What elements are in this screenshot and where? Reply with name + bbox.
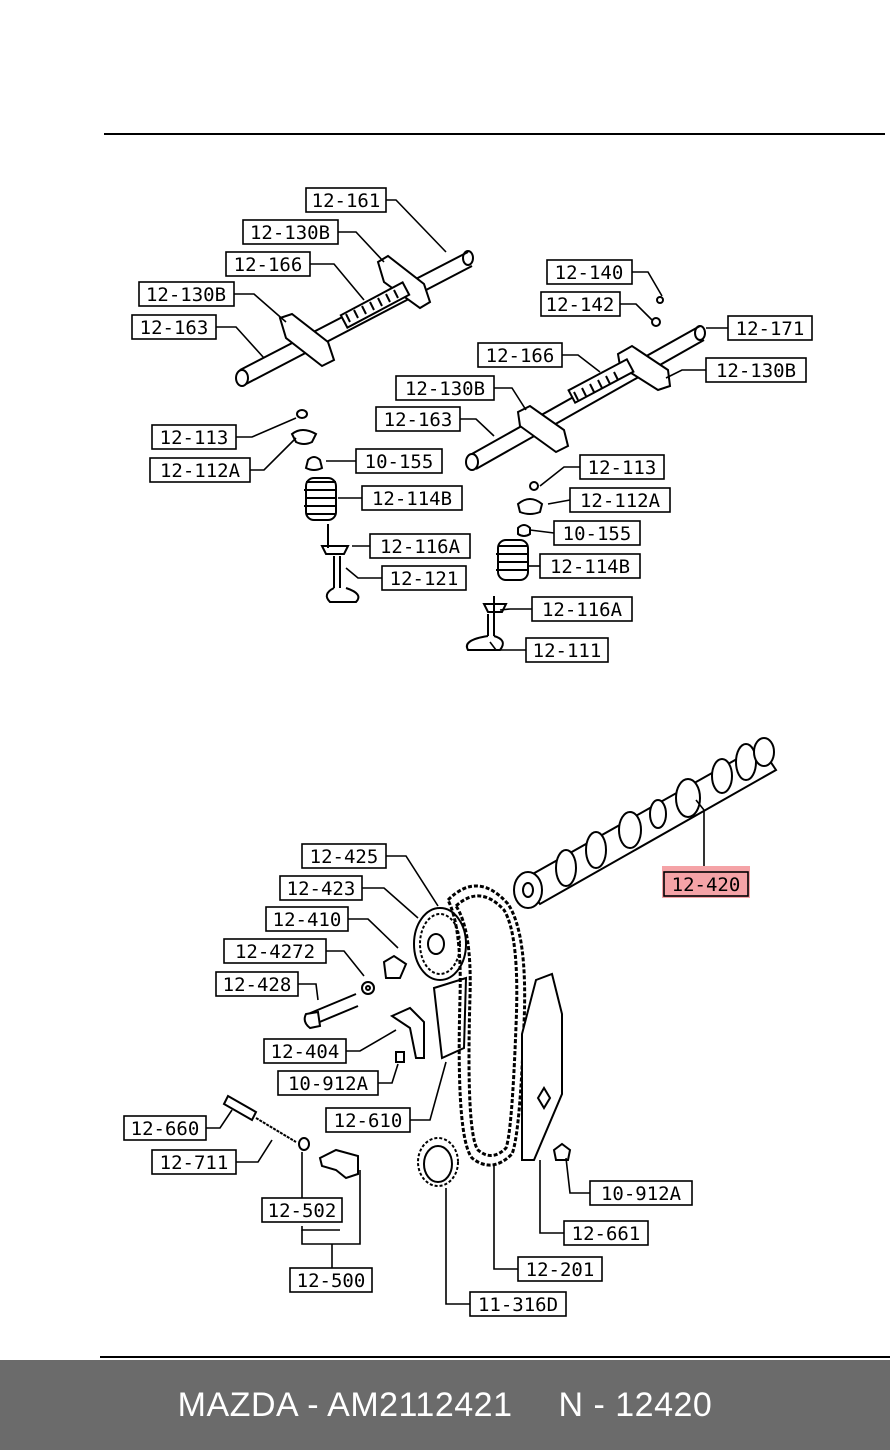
part-label: 12-425: [301, 843, 387, 869]
part-label: 12-502: [261, 1197, 343, 1223]
svg-text:12-4272: 12-4272: [235, 941, 315, 963]
svg-text:11-316D: 11-316D: [478, 1294, 558, 1316]
svg-text:12-502: 12-502: [268, 1200, 337, 1222]
part-label: 12-610: [325, 1107, 411, 1133]
part-label: 12-201: [517, 1256, 603, 1282]
svg-text:12-113: 12-113: [160, 427, 229, 449]
camshaft: [513, 737, 778, 909]
svg-text:12-661: 12-661: [572, 1223, 641, 1245]
part-label: 12-112A: [149, 457, 251, 483]
tensioner-arm: [521, 972, 572, 1161]
svg-text:12-121: 12-121: [390, 568, 459, 590]
svg-text:12-116A: 12-116A: [380, 536, 461, 558]
svg-text:12-130B: 12-130B: [405, 378, 485, 400]
part-label: 12-163: [375, 406, 461, 432]
rocker-shaft-assembly-left: [235, 250, 474, 387]
footer-part-number: MAZDA - AM2112421: [177, 1385, 513, 1424]
part-labels: 12-161 12-130B 12-166 12-130B 12-163 12-…: [123, 187, 813, 1317]
part-label: 12-130B: [395, 375, 495, 401]
part-label-highlighted: 12-420: [662, 866, 750, 898]
svg-text:10-155: 10-155: [563, 523, 632, 545]
svg-text:12-711: 12-711: [160, 1152, 229, 1174]
part-label: 12-130B: [138, 281, 235, 307]
svg-text:12-130B: 12-130B: [716, 360, 796, 382]
part-label: 12-660: [123, 1115, 207, 1141]
part-label: 12-130B: [705, 357, 807, 383]
part-label: 12-114B: [539, 553, 641, 579]
part-label: 12-171: [727, 315, 813, 341]
timing-chain: [446, 884, 527, 1167]
part-label: 12-711: [151, 1149, 237, 1175]
svg-text:12-610: 12-610: [334, 1110, 403, 1132]
rocker-shaft-assembly-right: [465, 296, 706, 471]
svg-text:12-114B: 12-114B: [372, 488, 452, 510]
svg-text:12-423: 12-423: [287, 878, 356, 900]
svg-text:12-410: 12-410: [273, 909, 342, 931]
svg-text:10-155: 10-155: [365, 451, 434, 473]
svg-text:12-163: 12-163: [384, 409, 453, 431]
part-label: 12-113: [151, 424, 237, 450]
svg-text:12-166: 12-166: [486, 345, 555, 367]
svg-text:12-112A: 12-112A: [580, 490, 661, 512]
part-label: 12-500: [289, 1267, 373, 1293]
footer-bar: MAZDA - AM2112421 N - 12420: [0, 1360, 890, 1450]
part-label: 12-163: [131, 314, 217, 340]
part-label: 12-140: [546, 259, 633, 285]
part-label: 12-410: [265, 906, 349, 932]
part-label: 10-155: [553, 520, 641, 546]
svg-text:12-140: 12-140: [555, 262, 624, 284]
leader-lines: [206, 199, 728, 1305]
svg-text:12-425: 12-425: [310, 846, 379, 868]
tensioner-parts: [222, 1094, 359, 1180]
part-label: 12-161: [305, 187, 387, 213]
svg-text:12-420: 12-420: [672, 874, 741, 896]
part-label: 12-111: [525, 637, 609, 663]
svg-text:12-114B: 12-114B: [550, 556, 630, 578]
part-label: 12-116A: [369, 533, 471, 559]
part-label: 12-113: [579, 454, 665, 480]
svg-text:12-142: 12-142: [546, 294, 615, 316]
svg-text:12-428: 12-428: [223, 974, 292, 996]
part-label: 12-121: [381, 565, 467, 591]
svg-text:12-130B: 12-130B: [250, 222, 330, 244]
crank-sprocket: [417, 1137, 459, 1187]
part-label: 12-423: [279, 875, 363, 901]
part-label: 12-428: [215, 971, 299, 997]
part-label: 12-661: [563, 1220, 649, 1246]
part-label: 12-166: [477, 342, 563, 368]
svg-text:12-111: 12-111: [533, 640, 602, 662]
part-label: 12-142: [540, 291, 621, 317]
part-label: 12-116A: [531, 596, 633, 622]
part-label: 12-112A: [569, 487, 671, 513]
part-label: 10-155: [355, 448, 443, 474]
part-label: 10-912A: [277, 1070, 379, 1096]
svg-text:12-163: 12-163: [140, 317, 209, 339]
svg-text:12-112A: 12-112A: [160, 460, 241, 482]
svg-text:12-113: 12-113: [588, 457, 657, 479]
svg-text:12-660: 12-660: [131, 1118, 200, 1140]
svg-text:12-116A: 12-116A: [542, 599, 623, 621]
svg-text:12-171: 12-171: [736, 318, 805, 340]
valve-assembly-left: [290, 409, 360, 603]
parts-diagram: 12-161 12-130B 12-166 12-130B 12-163 12-…: [100, 133, 890, 1358]
svg-text:12-201: 12-201: [526, 1259, 595, 1281]
part-label: 12-4272: [223, 938, 327, 964]
part-label: 12-114B: [361, 485, 463, 511]
part-label: 12-166: [225, 251, 311, 277]
part-label: 12-130B: [242, 219, 339, 245]
svg-text:12-404: 12-404: [271, 1041, 340, 1063]
part-label: 12-404: [263, 1038, 347, 1064]
valve-assembly-right: [466, 481, 544, 651]
svg-text:12-161: 12-161: [312, 190, 381, 212]
svg-text:12-500: 12-500: [297, 1270, 366, 1292]
svg-text:10-912A: 10-912A: [601, 1183, 682, 1205]
footer-reference: N - 12420: [558, 1385, 713, 1424]
chain-guide-left: [389, 976, 468, 1063]
svg-text:10-912A: 10-912A: [288, 1073, 369, 1095]
part-label: 10-912A: [589, 1180, 693, 1206]
svg-text:12-130B: 12-130B: [146, 284, 226, 306]
part-label: 11-316D: [469, 1291, 567, 1317]
svg-text:12-166: 12-166: [234, 254, 303, 276]
